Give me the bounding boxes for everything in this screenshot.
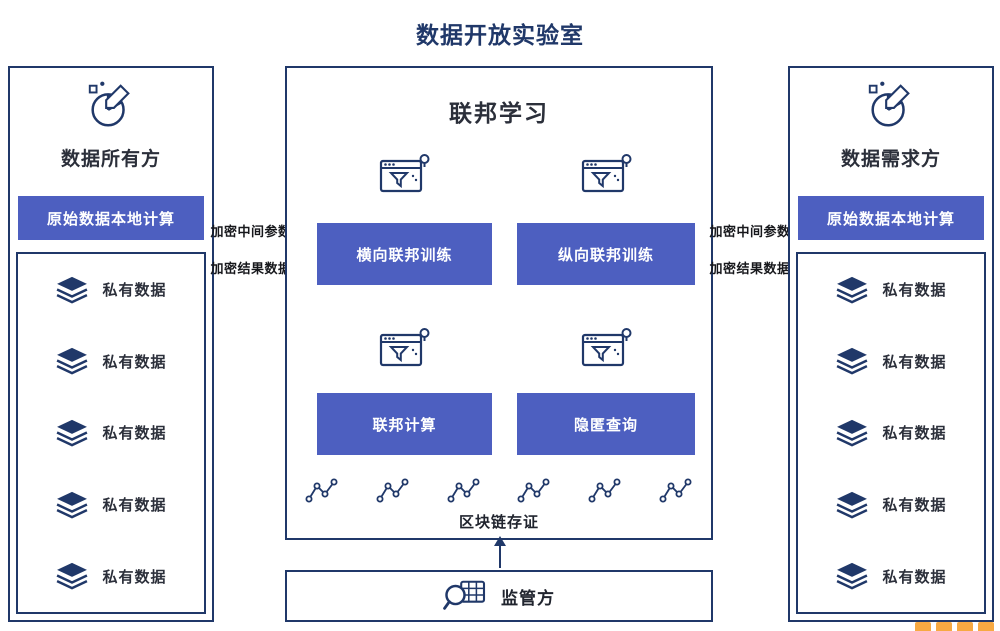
private-data-label: 私有数据 — [882, 353, 947, 371]
private-data-label: 私有数据 — [102, 568, 167, 586]
private-data-item: 私有数据 — [18, 397, 204, 469]
layers-icon — [55, 562, 89, 590]
private-data-item: 私有数据 — [18, 254, 204, 326]
local-compute-button-right: 原始数据本地计算 — [798, 196, 984, 240]
data-demander-panel: 数据需求方 原始数据本地计算 私有数据 私有数据 私有数据 私有数据 私有数据 — [788, 66, 994, 622]
layers-icon — [55, 491, 89, 519]
private-data-label: 私有数据 — [102, 353, 167, 371]
local-compute-button-left: 原始数据本地计算 — [18, 196, 204, 240]
vertical-federated-training-button: 纵向联邦训练 — [517, 223, 695, 285]
layers-icon — [835, 419, 869, 447]
window-funnel-icon — [378, 152, 430, 196]
federated-learning-heading: 联邦学习 — [449, 100, 549, 126]
private-data-list-left: 私有数据 私有数据 私有数据 私有数据 私有数据 — [16, 252, 206, 614]
blockchain-storage-label: 区块链存证 — [458, 514, 539, 531]
network-nodes-icon — [588, 478, 622, 504]
private-data-item: 私有数据 — [798, 254, 984, 326]
layers-icon — [55, 347, 89, 375]
regulator-arrow-line — [499, 545, 501, 568]
blockchain-nodes-row — [305, 478, 693, 504]
data-analysis-icon — [862, 78, 920, 132]
private-data-label: 私有数据 — [102, 282, 167, 300]
horizontal-federated-training-button: 横向联邦训练 — [317, 223, 492, 285]
window-funnel-icon — [580, 326, 632, 370]
window-funnel-icon — [580, 152, 632, 196]
private-data-item: 私有数据 — [798, 326, 984, 398]
network-nodes-icon — [376, 478, 410, 504]
layers-icon — [835, 276, 869, 304]
network-nodes-icon — [659, 478, 693, 504]
private-data-label: 私有数据 — [882, 497, 947, 515]
network-nodes-icon — [447, 478, 481, 504]
window-funnel-icon — [378, 326, 430, 370]
private-data-label: 私有数据 — [102, 497, 167, 515]
private-data-label: 私有数据 — [102, 425, 167, 443]
regulator-arrow-head — [494, 536, 506, 546]
encrypted-result-label-left: 加密结果数据 — [210, 261, 292, 276]
magnifier-grid-icon — [443, 577, 487, 615]
private-data-item: 私有数据 — [18, 469, 204, 541]
regulator-label: 监管方 — [501, 588, 555, 608]
private-query-button: 隐匿查询 — [517, 393, 695, 455]
private-data-item: 私有数据 — [18, 540, 204, 612]
private-data-item: 私有数据 — [18, 326, 204, 398]
encrypted-params-label-left: 加密中间参数 — [210, 224, 292, 239]
regulator-box: 监管方 — [285, 570, 713, 622]
layers-icon — [55, 419, 89, 447]
data-analysis-icon — [82, 78, 140, 132]
federated-computing-button: 联邦计算 — [317, 393, 492, 455]
data-owner-panel: 数据所有方 原始数据本地计算 私有数据 私有数据 私有数据 私有数据 私有数据 — [8, 66, 214, 622]
private-data-item: 私有数据 — [798, 540, 984, 612]
network-nodes-icon — [305, 478, 339, 504]
layers-icon — [835, 491, 869, 519]
layers-icon — [55, 276, 89, 304]
data-demander-heading: 数据需求方 — [840, 149, 941, 170]
private-data-label: 私有数据 — [882, 282, 947, 300]
data-owner-heading: 数据所有方 — [60, 149, 161, 170]
watermark — [915, 622, 994, 631]
private-data-label: 私有数据 — [882, 568, 947, 586]
federated-learning-panel: 联邦学习 横向联邦训练 纵向联邦训练 联邦计算 隐匿查询 区块链存证 — [285, 66, 713, 540]
private-data-label: 私有数据 — [882, 425, 947, 443]
encrypted-result-label-right: 加密结果数据 — [709, 261, 791, 276]
private-data-item: 私有数据 — [798, 397, 984, 469]
network-nodes-icon — [517, 478, 551, 504]
private-data-item: 私有数据 — [798, 469, 984, 541]
layers-icon — [835, 347, 869, 375]
encrypted-params-label-right: 加密中间参数 — [709, 224, 791, 239]
layers-icon — [835, 562, 869, 590]
private-data-list-right: 私有数据 私有数据 私有数据 私有数据 私有数据 — [796, 252, 986, 614]
page-title: 数据开放实验室 — [416, 22, 584, 48]
